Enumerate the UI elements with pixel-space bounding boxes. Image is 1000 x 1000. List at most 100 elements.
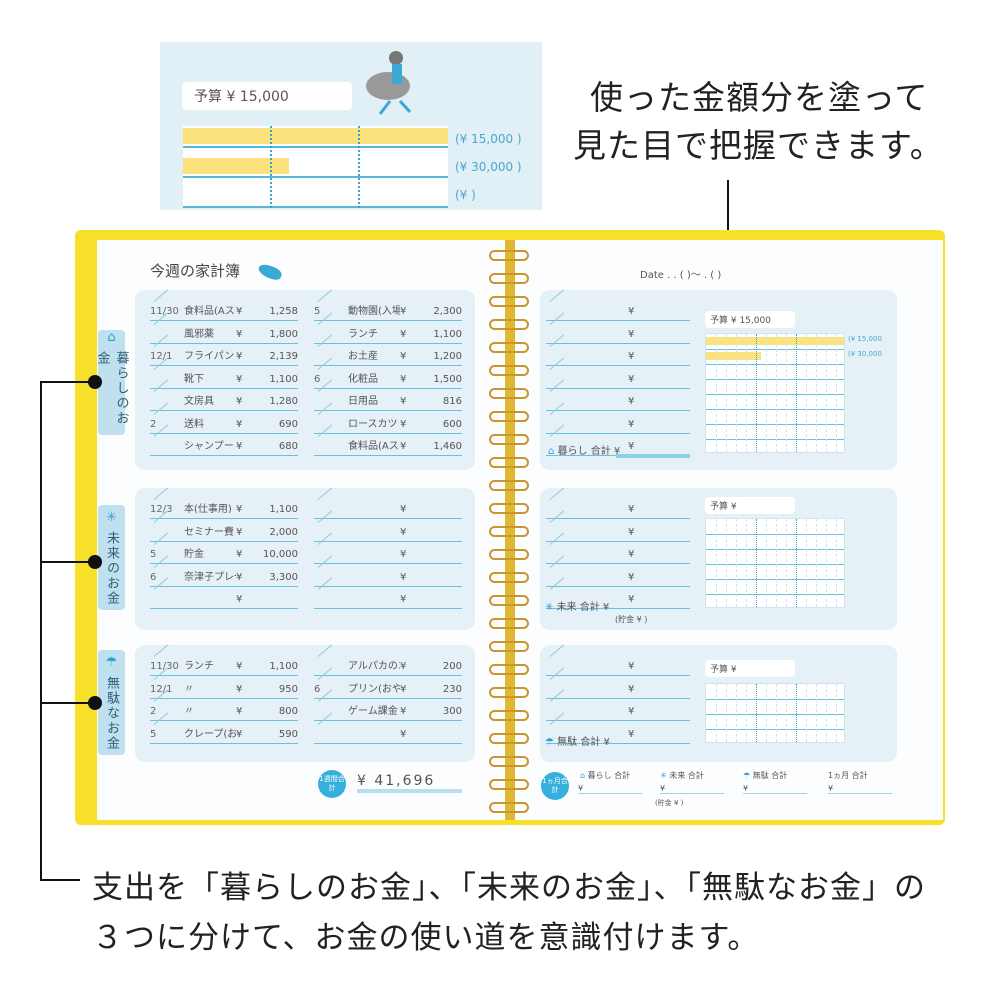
row-item: プリン(おやつ) bbox=[348, 683, 400, 695]
spiral-ring bbox=[489, 480, 529, 491]
future-total[interactable]: ✳ 未来 合計 ¥ bbox=[545, 598, 609, 613]
row-date: 12/1 bbox=[150, 683, 173, 695]
row-date: 5 bbox=[150, 728, 157, 740]
expense-row[interactable]: ¥ bbox=[546, 532, 690, 564]
expense-row[interactable]: 風邪薬¥1,800 bbox=[150, 312, 298, 344]
bracket-tick bbox=[40, 702, 96, 704]
expense-row[interactable]: 靴下¥1,100 bbox=[150, 357, 298, 389]
yen-sign: ¥ bbox=[236, 549, 243, 560]
row-item: ランチ bbox=[348, 328, 378, 340]
expense-row[interactable]: ¥ bbox=[546, 487, 690, 519]
expense-row[interactable]: ランチ¥1,100 bbox=[314, 312, 462, 344]
expense-row[interactable]: お土産¥1,200 bbox=[314, 334, 462, 366]
monthly-living-field[interactable]: ¥ bbox=[578, 784, 642, 794]
date-field[interactable]: Date . . ( )～ . ( ) bbox=[640, 270, 722, 281]
savings-field[interactable]: (貯金 ¥ ) bbox=[615, 615, 648, 624]
expense-row[interactable]: ¥ bbox=[546, 577, 690, 609]
expense-row[interactable]: ¥ bbox=[546, 667, 690, 699]
yen-sign: ¥ bbox=[400, 683, 407, 695]
expense-row[interactable]: ¥ bbox=[314, 555, 462, 587]
row-amount: 1,460 bbox=[433, 441, 462, 452]
expense-row[interactable]: 6奈津子プレゼント¥3,300 bbox=[150, 555, 298, 587]
waste-total[interactable]: ☂ 無駄 合計 ¥ bbox=[545, 733, 610, 748]
expense-row[interactable]: アルパカのエサ¥200 bbox=[314, 644, 462, 676]
expense-row[interactable]: シャンプー¥680 bbox=[150, 424, 298, 456]
monthly-waste-field[interactable]: ¥ bbox=[743, 784, 807, 794]
row-item: 〃 bbox=[184, 683, 194, 695]
budget-waste[interactable]: 予算 ¥ bbox=[705, 660, 795, 677]
expense-row[interactable]: ¥ bbox=[546, 689, 690, 721]
yen-sign: ¥ bbox=[400, 571, 407, 583]
living-total[interactable]: ⌂ 暮らし 合計 ¥ bbox=[548, 442, 620, 457]
expense-row[interactable]: ゲーム課金¥300 bbox=[314, 689, 462, 721]
house-icon: ⌂ bbox=[104, 330, 119, 347]
expense-row[interactable]: ¥ bbox=[546, 357, 690, 389]
yen-sign: ¥ bbox=[236, 571, 243, 583]
expense-row[interactable]: 食料品(Aスーパー)¥1,460 bbox=[314, 424, 462, 456]
tab-living[interactable]: ⌂暮らしのお金 bbox=[95, 330, 129, 435]
weekly-total-badge: 1週間合計 bbox=[318, 770, 346, 798]
inset-zoom: 予算 ¥ 15,000 (¥ 15,000 ) (¥ 30,000 ) (¥ ) bbox=[160, 42, 542, 210]
expense-row[interactable]: ¥ bbox=[546, 312, 690, 344]
row-date: 11/30 bbox=[150, 306, 179, 317]
expense-row[interactable]: ¥ bbox=[314, 532, 462, 564]
yen-sign: ¥ bbox=[400, 441, 407, 452]
monthly-total-field[interactable]: ¥ bbox=[828, 784, 892, 794]
monthly-savings[interactable]: (貯金 ¥ ) bbox=[655, 799, 684, 807]
inset-grid bbox=[183, 126, 448, 208]
expense-row[interactable]: ¥ bbox=[314, 577, 462, 609]
expense-row[interactable]: ¥ bbox=[546, 555, 690, 587]
row-amount: 950 bbox=[278, 683, 298, 695]
yen-sign: ¥ bbox=[628, 441, 635, 452]
yen-sign: ¥ bbox=[628, 683, 635, 695]
monthly-total-label: 1ヵ月 合計 bbox=[828, 771, 868, 780]
yen-sign: ¥ bbox=[628, 418, 635, 430]
row-date: 12/3 bbox=[150, 504, 173, 515]
sprout-icon: ✳ bbox=[660, 771, 670, 780]
expense-row[interactable]: ¥ bbox=[314, 487, 462, 519]
monthly-future-field[interactable]: ¥ bbox=[660, 784, 724, 794]
label: 未来 合計 bbox=[669, 771, 704, 780]
expense-row[interactable]: 12/1〃¥950 bbox=[150, 667, 298, 699]
row-amount: 2,000 bbox=[269, 526, 298, 538]
expense-row[interactable]: ¥ bbox=[546, 510, 690, 542]
row-item: 動物園(入場料) bbox=[348, 306, 400, 317]
expense-row[interactable]: ¥ bbox=[546, 379, 690, 411]
yen-sign: ¥ bbox=[400, 549, 407, 560]
yen-sign: ¥ bbox=[628, 571, 635, 583]
row-item: ランチ bbox=[184, 661, 214, 672]
expense-row[interactable]: 日用品¥816 bbox=[314, 379, 462, 411]
spiral-ring bbox=[489, 664, 529, 675]
expense-row[interactable]: ¥ bbox=[314, 510, 462, 542]
yen-sign: ¥ bbox=[236, 594, 243, 605]
expense-row[interactable]: ¥ bbox=[314, 712, 462, 744]
expense-row[interactable]: ¥ bbox=[150, 577, 298, 609]
expense-row[interactable]: 文房具¥1,280 bbox=[150, 379, 298, 411]
tab-waste[interactable]: ☂無駄なお金 bbox=[98, 650, 125, 755]
expense-row[interactable]: ロースカツ¥600 bbox=[314, 402, 462, 434]
expense-row[interactable]: ¥ bbox=[546, 334, 690, 366]
tab-future[interactable]: ✳未来のお金 bbox=[98, 505, 125, 610]
expense-row[interactable]: ¥ bbox=[546, 402, 690, 434]
expense-row[interactable]: ¥ bbox=[546, 644, 690, 676]
bracket-tick bbox=[40, 381, 96, 383]
budget-future[interactable]: 予算 ¥ bbox=[705, 497, 795, 514]
bracket-dot bbox=[88, 696, 102, 710]
monthly-total-badge: 1ヵ月合計 bbox=[541, 772, 569, 800]
budget-living[interactable]: 予算 ¥ 15,000 bbox=[705, 311, 795, 328]
expense-row[interactable]: ¥ bbox=[546, 712, 690, 744]
expense-row[interactable]: 2〃¥800 bbox=[150, 689, 298, 721]
expense-row[interactable]: セミナー費¥2,000 bbox=[150, 510, 298, 542]
expense-row[interactable]: ¥ bbox=[546, 289, 690, 321]
yen-sign: ¥ bbox=[628, 504, 635, 515]
